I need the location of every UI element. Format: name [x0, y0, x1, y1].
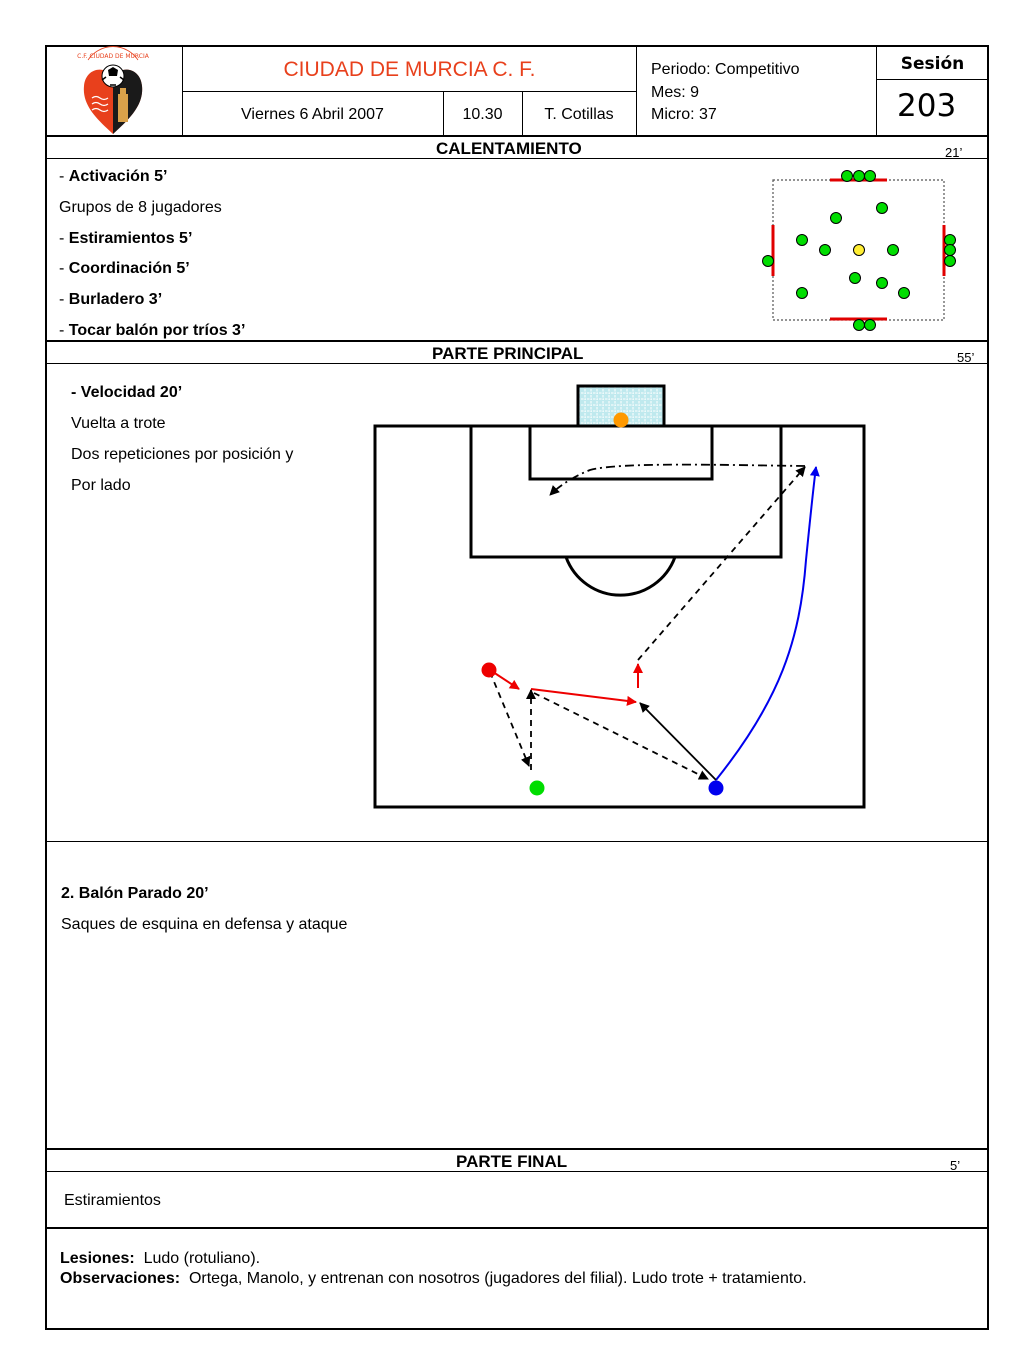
player-green [830, 212, 842, 224]
player-green [819, 244, 831, 256]
warmup-item: Grupos de 8 jugadores [59, 199, 222, 216]
sesion-number: 203 [897, 88, 957, 124]
lesiones-label: Lesiones: [60, 1250, 135, 1267]
calentamiento-title: CALENTAMIENTO [436, 139, 582, 158]
player-green [864, 170, 876, 182]
observaciones-text: Ortega, Manolo, y entrenan con nosotros … [188, 1270, 807, 1287]
session-coach: T. Cotillas [544, 106, 614, 123]
header-divider-sesion-h [876, 79, 989, 80]
principal-title-bottom [45, 363, 989, 364]
pass-dashdot [549, 463, 806, 496]
final-text: Estiramientos [64, 1192, 161, 1209]
header-divider-time [522, 91, 523, 136]
calentamiento-minutes: 21’ [945, 145, 963, 160]
player-green [796, 287, 808, 299]
header-bottom [45, 135, 989, 137]
header-divider-logo [182, 45, 183, 136]
header-divider-date [443, 91, 444, 136]
mes-label: Mes: 9 [651, 84, 700, 101]
sesion-label: Sesión [900, 54, 965, 74]
pass-dashed-long [637, 466, 806, 661]
player-green [841, 170, 853, 182]
final-minutes: 5’ [950, 1158, 961, 1173]
player-green [762, 255, 774, 267]
player-green [944, 255, 956, 267]
micro-label: Micro: 37 [651, 106, 717, 123]
player-green [529, 780, 545, 796]
svg-text:C.F. CIUDAD DE MURCIA: C.F. CIUDAD DE MURCIA [77, 53, 150, 60]
header-divider-middle [182, 91, 637, 92]
player-yellow [853, 244, 865, 256]
player-blue [708, 780, 724, 796]
final-title: PARTE FINAL [456, 1152, 568, 1171]
exercise-divider [45, 841, 989, 842]
warmup-item: - Estiramientos 5’ [59, 230, 193, 247]
final-top [45, 1148, 989, 1150]
exercise2-line: Saques de esquina en defensa y ataque [61, 916, 348, 933]
footer-top [45, 1227, 989, 1229]
player-green [876, 277, 888, 289]
principal-top [45, 340, 989, 342]
principal-minutes: 55’ [957, 350, 975, 365]
goal-area [528, 424, 714, 481]
warmup-item: - Burladero 3’ [59, 291, 163, 308]
player-green [898, 287, 910, 299]
exercise1-line: Por lado [71, 477, 131, 494]
exercise1-line: Vuelta a trote [71, 415, 166, 432]
warmup-diagram [762, 170, 956, 331]
player-green [864, 319, 876, 331]
penalty-arc [564, 556, 677, 597]
run-red-pass [530, 688, 637, 706]
player-green [849, 272, 861, 284]
exercise1-title: - Velocidad 20’ [71, 384, 183, 401]
lesiones-text: Ludo (rotuliano). [143, 1250, 261, 1267]
page-frame [45, 45, 989, 1330]
periodo-label: Periodo: Competitivo [651, 61, 800, 78]
player-orange-goalkeeper [613, 412, 629, 428]
warmup-item: - Coordinación 5’ [59, 260, 190, 277]
principal-title: PARTE PRINCIPAL [432, 344, 584, 363]
player-green [876, 202, 888, 214]
pass-dashed-diag [533, 692, 709, 780]
observaciones-label: Observaciones: [60, 1270, 181, 1287]
lesiones-line: Lesiones: Ludo (rotuliano). [60, 1250, 260, 1268]
session-time: 10.30 [462, 106, 503, 123]
exercise2-title: 2. Balón Parado 20’ [61, 885, 209, 902]
warmup-item: - Tocar balón por tríos 3’ [59, 322, 246, 339]
penalty-area [469, 424, 783, 559]
header-divider-sesion [876, 45, 877, 136]
exercise1-line: Dos repeticiones por posición y [71, 446, 294, 463]
warmup-item: - Activación 5’ [59, 168, 168, 185]
club-logo: C.F. CIUDAD DE MURCIA [77, 46, 150, 134]
player-red [481, 662, 497, 678]
pass-dashed-down [489, 671, 531, 767]
calentamiento-title-bottom [45, 158, 989, 159]
observaciones-line: Observaciones: Ortega, Manolo, y entrena… [60, 1270, 807, 1288]
pass-solid [639, 702, 717, 781]
final-title-bottom [45, 1171, 989, 1172]
run-blue [715, 466, 820, 781]
club-name: CIUDAD DE MURCIA C. F. [283, 58, 536, 81]
session-date: Viernes 6 Abril 2007 [241, 106, 384, 123]
player-green [796, 234, 808, 246]
player-green [887, 244, 899, 256]
header-divider-info [636, 45, 637, 136]
